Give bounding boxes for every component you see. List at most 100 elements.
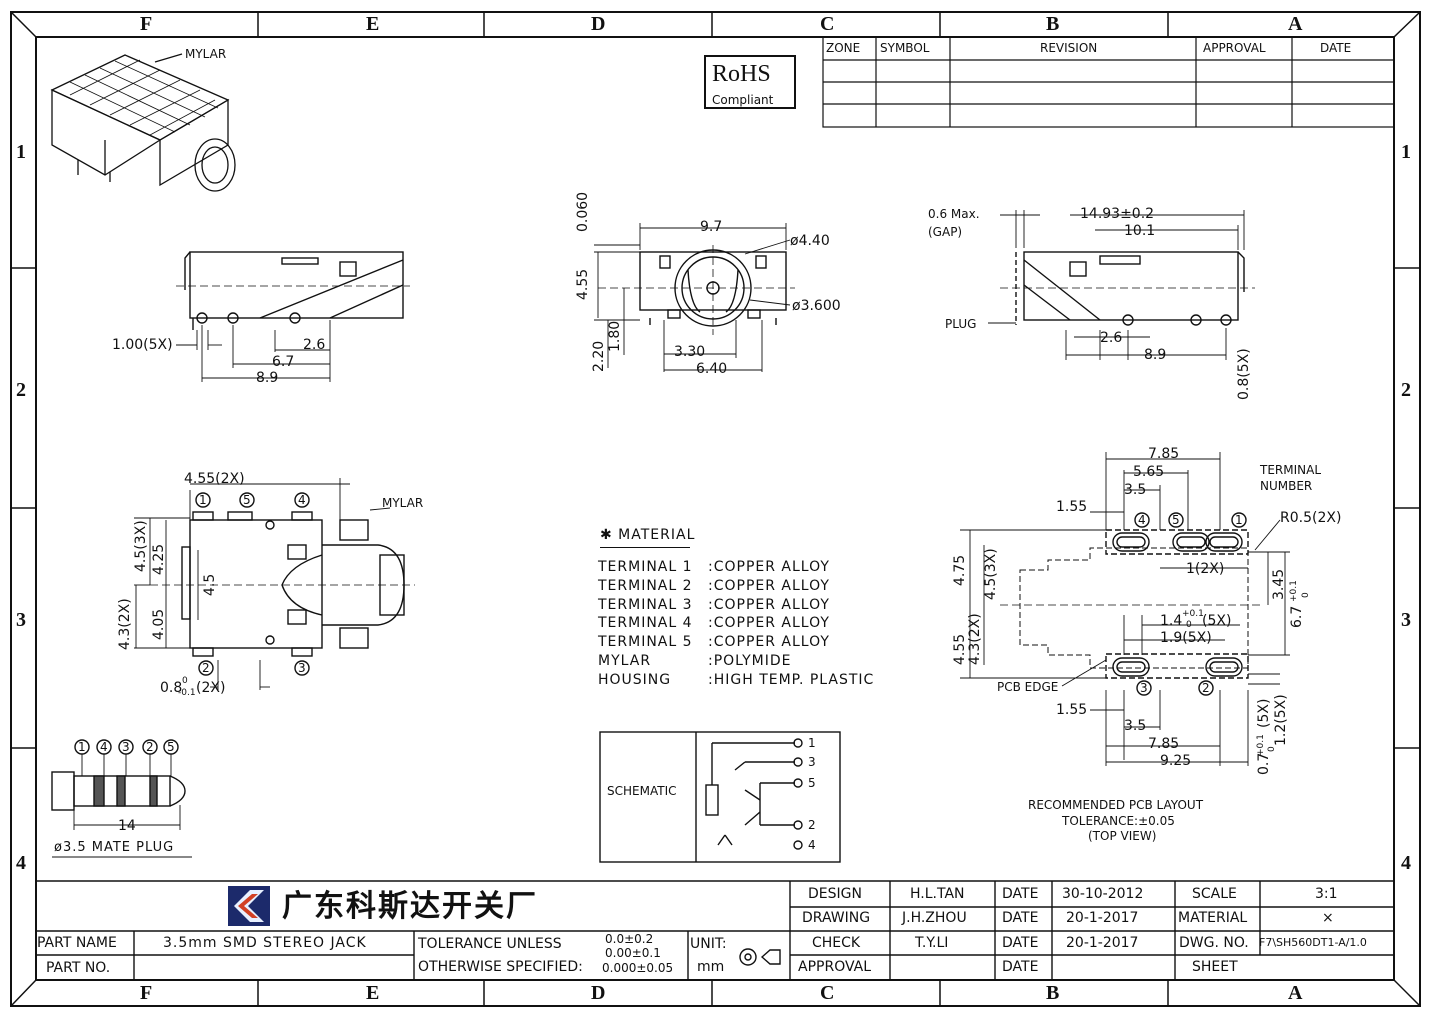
- pcb-dim-19-5x: 1.9(5X): [1160, 630, 1212, 646]
- part-no-label: PART NO.: [46, 960, 111, 976]
- iso-mylar-label: MYLAR: [185, 47, 227, 61]
- zone-top-a: A: [1288, 13, 1303, 35]
- top-dim-4: 4.5: [202, 573, 218, 596]
- date-label-4: DATE: [1002, 959, 1039, 975]
- zone-bottom-a: A: [1288, 982, 1303, 1004]
- material-row-1-name: TERMINAL 1: [598, 559, 693, 575]
- schematic-pin-2: 2: [808, 818, 816, 832]
- material-row-2-value: :COPPER ALLOY: [708, 578, 830, 594]
- row-right-1: 1: [1401, 141, 1411, 163]
- pcb-caption-2: TOLERANCE:±0.05: [1062, 814, 1175, 828]
- side-dim-6: 2.6: [1100, 330, 1123, 346]
- center-dim-7: 1.80: [607, 320, 623, 352]
- zone-top-e: E: [366, 13, 380, 35]
- center-dim-2: ø4.40: [790, 233, 830, 249]
- pcb-dim-35-bottom: 3.5: [1124, 718, 1147, 734]
- material-row-4-name: TERMINAL 4: [598, 615, 693, 631]
- pcb-dim-785-bottom: 7.85: [1148, 736, 1180, 752]
- side-dim-4: 10.1: [1124, 223, 1156, 239]
- pcb-terminal-label-2: NUMBER: [1260, 479, 1313, 493]
- top-dim-3: 4.25: [151, 543, 167, 575]
- rohs-stamp: RoHS Compliant: [704, 55, 796, 109]
- top-mylar-label: MYLAR: [382, 496, 424, 510]
- top-dim-6: 4.3(2X): [117, 598, 133, 650]
- center-dim-4: 4.55: [575, 268, 591, 300]
- schematic-pin-3: 3: [808, 755, 816, 769]
- schematic-pin-4: 4: [808, 838, 816, 852]
- unit-label: UNIT:: [690, 936, 727, 952]
- front-dim-4: 8.9: [256, 370, 279, 386]
- top-view: [134, 478, 415, 690]
- part-name-label: PART NAME: [37, 935, 117, 951]
- tolerance-a: 0.0±0.2: [605, 932, 654, 946]
- schematic-label: SCHEMATIC: [607, 784, 677, 798]
- center-dim-8: 3.30: [674, 344, 706, 360]
- center-view: [594, 223, 795, 372]
- material-label: MATERIAL: [1178, 910, 1248, 926]
- pcb-pin-2: 2: [1202, 681, 1210, 695]
- row-left-4: 4: [16, 852, 26, 874]
- side-dim-8: 0.8(5X): [1236, 348, 1252, 400]
- pcb-dim-925: 9.25: [1160, 753, 1192, 769]
- pcb-dim-35: 3.5: [1124, 482, 1147, 498]
- center-dim-1: 9.7: [700, 219, 723, 235]
- top-pin-2: 2: [202, 661, 210, 675]
- pcb-dim-565: 5.65: [1133, 464, 1165, 480]
- material-title-underline: [600, 547, 690, 548]
- schematic: [599, 731, 841, 863]
- center-dim-3: 0.060: [575, 191, 591, 232]
- side-dim-5: PLUG: [945, 317, 977, 331]
- pcb-dim-155-bottom: 1.55: [1056, 702, 1088, 718]
- pcb-caption-3: (TOP VIEW): [1088, 829, 1157, 843]
- date-label-3: DATE: [1002, 935, 1039, 951]
- zone-bottom-c: C: [820, 982, 835, 1004]
- pcb-dim-07-plus: +0.1: [1256, 734, 1266, 756]
- pcb-dim-345: 3.45: [1271, 568, 1287, 600]
- front-view: [176, 251, 410, 382]
- front-dim-3: 6.7: [272, 354, 295, 370]
- material-row-4-value: :COPPER ALLOY: [708, 615, 830, 631]
- side-dim-3: 14.93±0.2: [1080, 206, 1155, 222]
- top-dim-2: 4.5(3X): [133, 520, 149, 572]
- material-row-7-name: HOUSING: [598, 672, 672, 688]
- material-row-2-name: TERMINAL 2: [598, 578, 693, 594]
- material-row-5-value: :COPPER ALLOY: [708, 634, 830, 650]
- tolerance-line-1: TOLERANCE UNLESS: [418, 936, 562, 952]
- plug-pin-3: 3: [122, 740, 130, 754]
- zone-bottom-d: D: [591, 982, 606, 1004]
- material-row-3-value: :COPPER ALLOY: [708, 597, 830, 613]
- iso-view: [50, 53, 236, 192]
- check-value: T.Y.LI: [915, 935, 949, 951]
- material-row-5-name: TERMINAL 5: [598, 634, 693, 650]
- rev-header-revision: REVISION: [1040, 41, 1098, 55]
- row-right-2: 2: [1401, 379, 1411, 401]
- pcb-dim-12-5x: 1.2(5X): [1273, 694, 1289, 746]
- pcb-dim-07-zero: 0: [1267, 746, 1277, 752]
- pcb-pin-5: 5: [1172, 513, 1180, 527]
- pcb-terminal-label-1: TERMINAL: [1260, 463, 1322, 477]
- tolerance-c: 0.000±0.05: [602, 961, 674, 975]
- pcb-dim-67-zero: 0: [1301, 592, 1311, 598]
- material-row-7-value: :HIGH TEMP. PLASTIC: [708, 672, 875, 688]
- plug-caption: ø3.5 MATE PLUG: [54, 840, 175, 855]
- pcb-dim-475: 4.75: [952, 554, 968, 586]
- top-pin-4: 4: [298, 493, 306, 507]
- design-label: DESIGN: [808, 886, 862, 902]
- pcb-pin-3: 3: [1140, 681, 1148, 695]
- pcb-dim-67-plus: +0.1: [1289, 580, 1299, 602]
- top-pin-5: 5: [243, 493, 251, 507]
- material-row-6-name: MYLAR: [598, 653, 652, 669]
- pcb-dim-155: 1.55: [1056, 499, 1088, 515]
- plug-pin-5: 5: [167, 740, 175, 754]
- front-dim-2: 2.6: [303, 337, 326, 353]
- rev-header-approval: APPROVAL: [1203, 41, 1266, 55]
- sheet-label: SHEET: [1192, 959, 1238, 975]
- schematic-pin-5: 5: [808, 776, 816, 790]
- zone-bottom-e: E: [366, 982, 380, 1004]
- plug-dim-14: 14: [118, 818, 136, 834]
- side-view: [988, 210, 1255, 360]
- pcb-pin-1: 1: [1235, 513, 1243, 527]
- rev-header-zone: ZONE: [826, 41, 861, 55]
- pcb-caption-1: RECOMMENDED PCB LAYOUT: [1028, 798, 1204, 812]
